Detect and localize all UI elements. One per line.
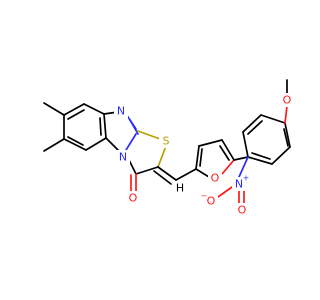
atom-n-ring: N xyxy=(119,151,127,164)
benzene-ring-left xyxy=(63,103,107,151)
atom-o-nitro-single: O xyxy=(207,195,216,208)
methyl-bottom xyxy=(43,138,65,152)
atom-o-nitro-double: O xyxy=(238,204,247,217)
structure-drawing: N N S O H O O N + O − O xyxy=(43,79,292,217)
benzene-ring-right xyxy=(242,114,291,165)
atom-s: S xyxy=(163,135,170,148)
atom-o-furan: O xyxy=(211,172,220,185)
methoxy-bond xyxy=(284,105,288,124)
atom-h-vinyl: H xyxy=(176,182,184,195)
methyl-top xyxy=(43,102,65,116)
atom-n-thiazole: N xyxy=(117,105,125,118)
atom-o-methoxy: O xyxy=(283,94,292,107)
furan-ring xyxy=(195,139,235,178)
methylidene-bond xyxy=(157,166,177,181)
nitro-bond xyxy=(238,156,249,178)
atom-o-carbonyl: O xyxy=(129,192,138,205)
molecule-structure: N N S O H O O N + O − O xyxy=(43,79,292,217)
atom-n-nitro: N xyxy=(235,178,243,191)
atom-n-nitro-charge: + xyxy=(243,174,250,183)
atom-o-nitro-charge: − xyxy=(201,192,208,201)
